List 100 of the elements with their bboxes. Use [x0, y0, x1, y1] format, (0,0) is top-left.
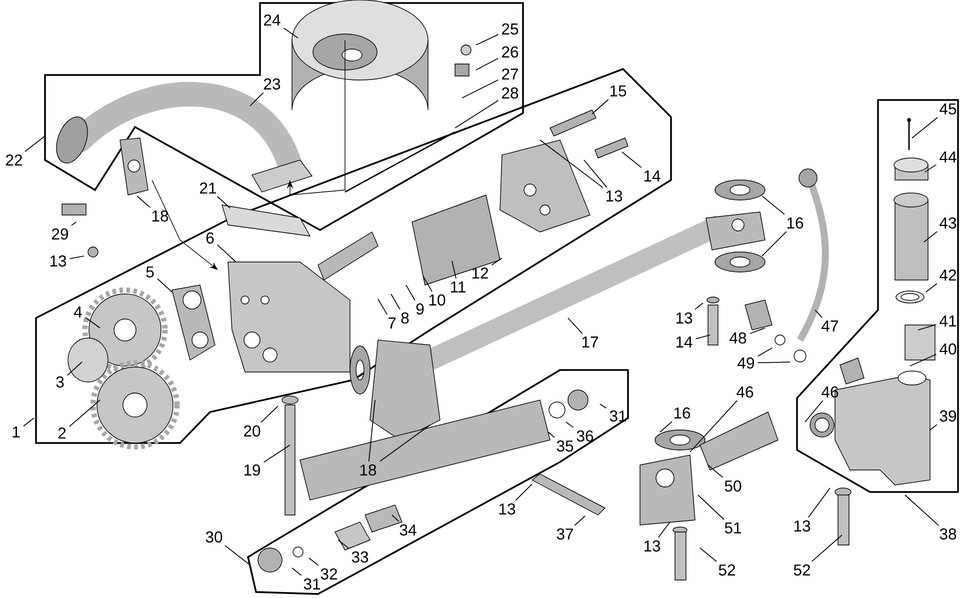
leader-line — [68, 400, 100, 428]
leader-line — [263, 444, 290, 463]
callout-number: 10 — [429, 294, 446, 306]
callout-number: 30 — [206, 531, 222, 543]
leader-line — [292, 568, 302, 576]
callout-number: 31 — [304, 578, 320, 590]
callout-number: 20 — [244, 425, 260, 437]
callout-number: 41 — [940, 316, 956, 326]
callout-number: 50 — [724, 480, 742, 492]
leader-line — [600, 404, 607, 409]
leader-line — [378, 298, 388, 316]
callout-number: 46 — [736, 386, 754, 398]
callout-number: 42 — [940, 269, 956, 281]
leader-line — [476, 34, 499, 46]
leader-line — [926, 283, 938, 292]
callout-number: 5 — [146, 266, 154, 278]
callout-number: 16 — [674, 407, 690, 419]
leader-line — [260, 406, 278, 423]
leader-line — [592, 99, 609, 114]
leader-line — [658, 522, 670, 538]
leader-line — [224, 545, 250, 566]
leader-line — [422, 276, 432, 292]
callout-number: 32 — [320, 568, 337, 580]
callout-number: 35 — [556, 440, 574, 452]
callout-number: 9 — [416, 303, 424, 315]
leader-line — [216, 244, 236, 262]
leader-line — [762, 231, 787, 256]
callout-number: 27 — [502, 68, 518, 80]
callout-number: 14 — [644, 170, 660, 182]
leader-line — [308, 558, 319, 566]
callout-number: 8 — [401, 312, 409, 324]
leader-line — [390, 294, 400, 310]
leader-line — [708, 464, 724, 478]
callout-number: 12 — [472, 267, 488, 279]
callout-number: 25 — [502, 23, 518, 35]
leader-line — [379, 424, 430, 462]
callout-number: 13 — [499, 503, 516, 515]
leader-line — [250, 92, 264, 106]
leader-line — [574, 516, 586, 526]
leader-line — [84, 316, 100, 328]
leader-line — [910, 354, 937, 366]
leader-line — [694, 302, 704, 310]
leader-line — [406, 284, 416, 301]
leader-line — [515, 484, 532, 501]
callout-number: 44 — [940, 152, 956, 162]
leader-line — [695, 334, 710, 340]
leader-line — [454, 100, 499, 128]
callout-number: 3 — [56, 376, 64, 388]
callout-number: 47 — [822, 320, 838, 332]
leader-line — [491, 258, 502, 266]
callout-number: 13 — [794, 520, 810, 532]
callout-number: 36 — [576, 430, 594, 442]
callout-number: 13 — [644, 540, 660, 552]
callout-number: 49 — [738, 357, 754, 369]
leader-line — [811, 534, 842, 562]
leader-line — [566, 422, 574, 428]
leader-line — [698, 494, 724, 520]
callout-number: 13 — [606, 190, 622, 202]
leader-line — [22, 418, 34, 427]
callout-number: 51 — [724, 522, 742, 534]
leader-line — [757, 362, 790, 364]
callout-number: 19 — [244, 464, 260, 476]
leader-line — [924, 231, 938, 242]
leader-line — [622, 152, 642, 168]
callout-number: 39 — [940, 410, 956, 422]
callout-number: 33 — [352, 551, 368, 563]
callout-number: 52 — [718, 564, 735, 576]
callout-number: 48 — [730, 332, 746, 344]
callout-number: 22 — [6, 154, 22, 166]
leader-line — [24, 136, 46, 152]
callout-number: 40 — [940, 343, 956, 355]
leader-line — [69, 256, 84, 260]
leader-line — [548, 432, 556, 438]
callout-number: 37 — [556, 528, 573, 540]
callout-number: 13 — [50, 255, 66, 267]
leader-line — [918, 324, 937, 330]
leader-line — [808, 488, 830, 518]
callout-number: 4 — [74, 306, 82, 318]
leader-line — [540, 140, 604, 188]
callout-number: 6 — [206, 232, 214, 244]
callout-number: 26 — [502, 46, 518, 58]
leader-line — [904, 494, 939, 526]
leader-line — [156, 278, 172, 292]
leader-line — [757, 348, 772, 357]
callout-number: 7 — [388, 318, 396, 328]
leader-line — [136, 196, 151, 208]
callout-number: 21 — [200, 182, 216, 194]
leader-line — [804, 400, 824, 422]
callout-number: 45 — [940, 103, 956, 115]
callout-number: 23 — [264, 78, 280, 90]
callout-number: 18 — [152, 210, 168, 222]
leader-line — [930, 424, 938, 430]
leader-line — [924, 164, 937, 172]
callout-number: 18 — [360, 464, 376, 476]
callout-number: 29 — [52, 228, 68, 240]
leader-line — [338, 540, 350, 549]
callout-number: 24 — [264, 14, 280, 26]
callout-number: 38 — [940, 528, 956, 540]
leader-line — [584, 160, 608, 188]
callout-number: 11 — [451, 282, 466, 292]
